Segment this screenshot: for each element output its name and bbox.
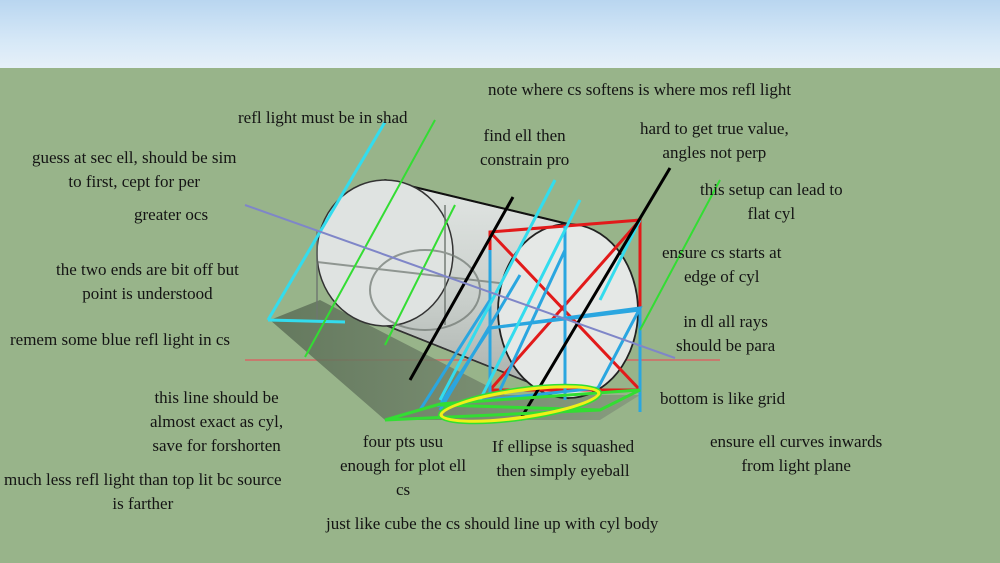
sight-line <box>244 204 676 359</box>
note-less-refl: much less refl light than top lit bc sou… <box>4 470 282 513</box>
cast-shadow-ellipse <box>438 384 602 424</box>
light-plane-black <box>408 167 672 421</box>
note-two-ends: the two ends are bit off but point is un… <box>56 260 239 303</box>
note-line-exact: this line should be almost exact as cyl,… <box>150 388 284 455</box>
note-flat-cyl: this setup can lead to flat cyl <box>700 180 843 223</box>
cast-shadow-ellipse-outline <box>438 383 602 425</box>
note-guess-sec-ell: guess at sec ell, should be sim to first… <box>32 148 237 191</box>
note-cs-starts: ensure cs starts at edge of cyl <box>662 243 782 286</box>
note-find-ell: find ell then constrain pro <box>480 126 570 169</box>
note-ellipse-squashed: If ellipse is squashed then simply eyeba… <box>492 437 635 480</box>
note-four-pts: four pts usu enough for plot ell cs <box>340 432 467 499</box>
cast-shadow <box>270 300 640 420</box>
note-bottom-grid: bottom is like grid <box>660 389 786 408</box>
sky-background <box>0 0 1000 68</box>
note-cube-cs: just like cube the cs should line up wit… <box>326 514 659 533</box>
note-true-value: hard to get true value, angles not perp <box>640 119 789 162</box>
light-rays-green <box>304 119 721 358</box>
light-rays-cyan <box>266 121 642 401</box>
note-ell-curves: ensure ell curves inwards from light pla… <box>710 432 883 475</box>
note-greater-ocs: greater ocs <box>134 205 209 224</box>
note-dl-rays: in dl all rays should be para <box>676 312 776 355</box>
note-cs-softens: note where cs softens is where mos refl … <box>488 80 792 99</box>
note-blue-refl: remem some blue refl light in cs <box>10 330 230 349</box>
note-refl-light-shad: refl light must be in shad <box>238 108 408 127</box>
